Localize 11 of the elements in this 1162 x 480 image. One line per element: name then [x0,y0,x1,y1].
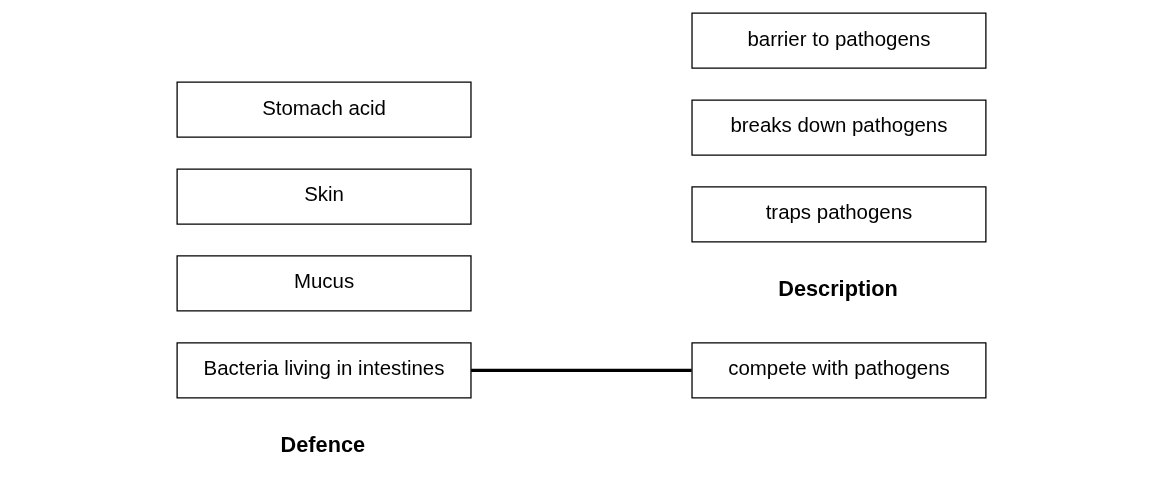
label: Description [777,276,898,302]
node-box: Skin [175,168,472,225]
node-box: Mucus [175,255,472,312]
node-box: breaks down pathogens [690,99,987,156]
node-box: compete with pathogens [690,342,987,399]
label: Defence [280,432,365,458]
connector [470,368,692,372]
node-box: traps pathogens [690,186,987,243]
node-box: Stomach acid [175,81,472,138]
node-box: barrier to pathogens [690,12,987,69]
node-box: Bacteria living in intestines [175,342,472,399]
